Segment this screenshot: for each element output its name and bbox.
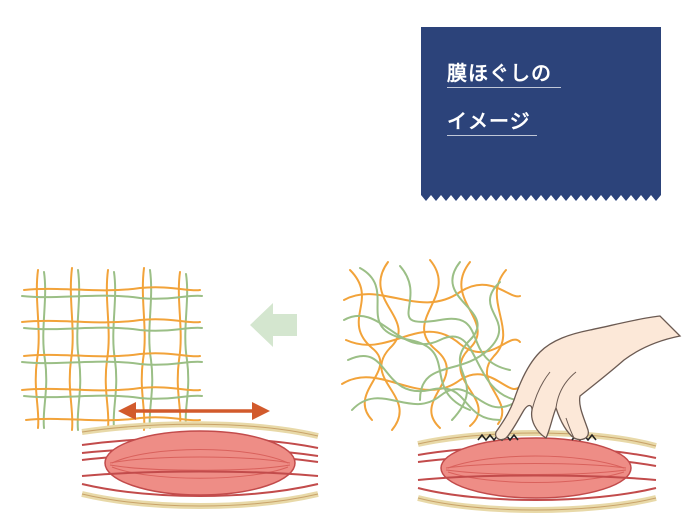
orderly-fiber-mesh — [21, 267, 203, 431]
hand-icon — [494, 315, 682, 441]
tangled-fiber-mesh — [341, 259, 521, 431]
tight-muscle — [417, 430, 657, 513]
title-card-background — [421, 27, 661, 201]
title-line-1: 膜ほぐしの — [447, 61, 552, 85]
relaxed-muscle — [81, 421, 319, 509]
title-underline-2 — [447, 135, 537, 136]
double-headed-arrow-icon — [118, 402, 270, 420]
title-underline-1 — [447, 87, 561, 88]
title-line-2: イメージ — [447, 109, 531, 133]
left-arrow-icon — [250, 303, 297, 347]
title-card-shape — [421, 27, 661, 201]
title-card: 膜ほぐしの イメージ — [421, 27, 661, 203]
